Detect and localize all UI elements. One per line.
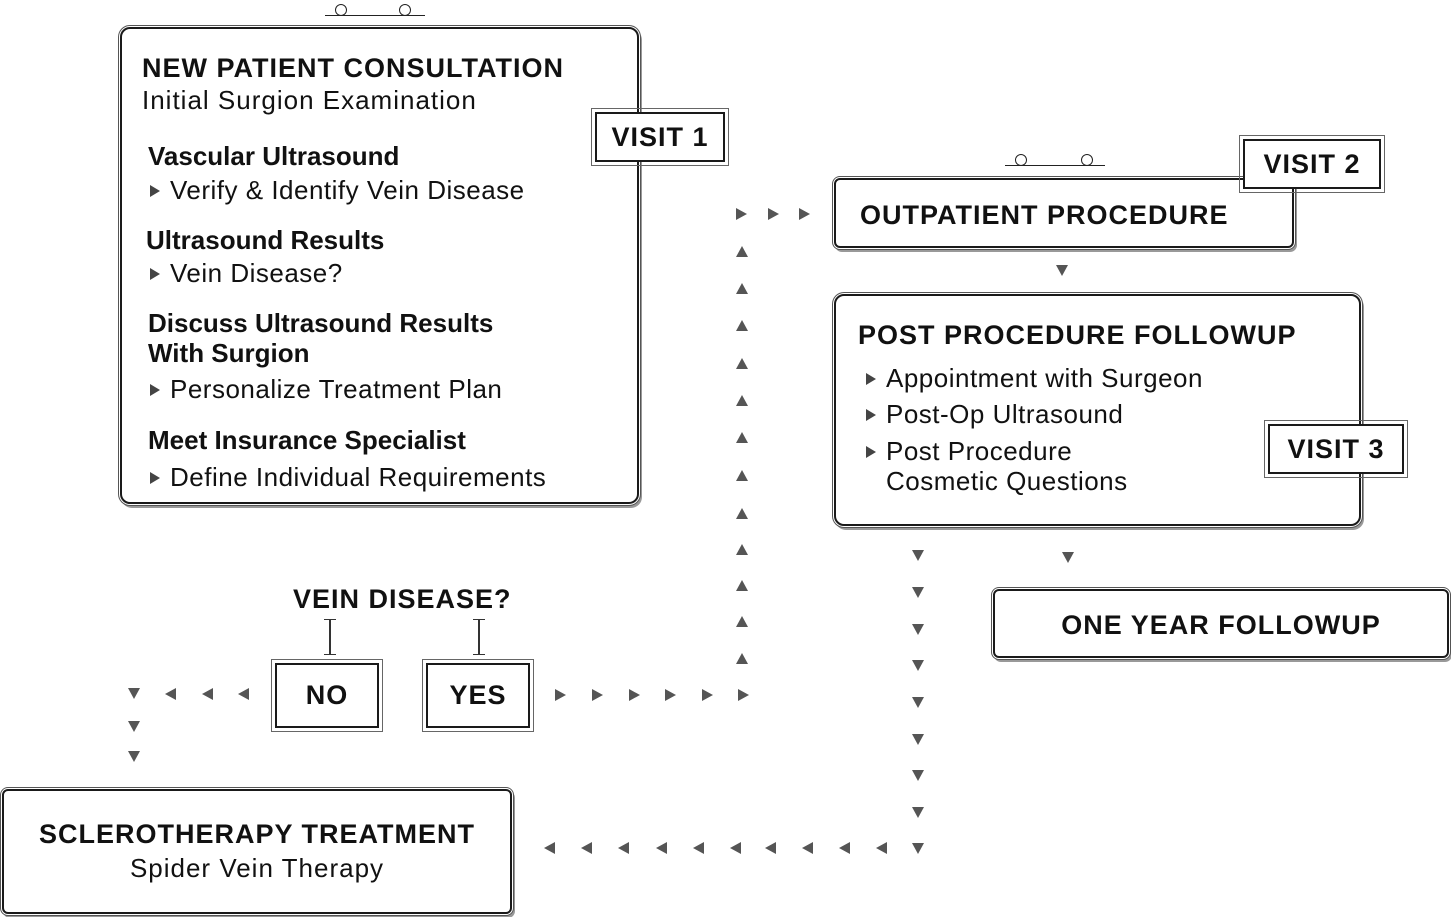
triangle-right-icon bbox=[866, 373, 876, 385]
outpatient-card: OUTPATIENT PROCEDURE bbox=[834, 178, 1294, 248]
connector-icon bbox=[324, 619, 336, 655]
arrow-down-icon bbox=[912, 660, 924, 671]
section-heading: Vascular Ultrasound bbox=[148, 141, 400, 171]
section-bullet: Define Individual Requirements bbox=[146, 462, 546, 493]
arrow-left-icon bbox=[765, 842, 776, 854]
followup-card: POST PROCEDURE FOLLOWUP Appointment with… bbox=[834, 294, 1361, 526]
arrow-down-icon bbox=[912, 587, 924, 598]
visit-1-tag: VISIT 1 bbox=[591, 108, 729, 166]
section-heading: Discuss Ultrasound Results With Surgion bbox=[148, 308, 494, 368]
arrow-right-icon bbox=[768, 208, 779, 220]
arrow-left-icon bbox=[802, 842, 813, 854]
arrow-right-icon bbox=[738, 689, 749, 701]
section-heading: Meet Insurance Specialist bbox=[148, 425, 466, 455]
arrow-up-icon bbox=[736, 320, 748, 331]
arrow-right-icon bbox=[629, 689, 640, 701]
triangle-right-icon bbox=[150, 384, 160, 396]
triangle-right-icon bbox=[866, 446, 876, 458]
arrow-up-icon bbox=[736, 653, 748, 664]
arrow-down-icon bbox=[912, 550, 924, 561]
section-bullet: Vein Disease? bbox=[146, 258, 343, 289]
visit-2-tag: VISIT 2 bbox=[1239, 135, 1385, 193]
sclerotherapy-title: SCLEROTHERAPY TREATMENT bbox=[38, 819, 475, 849]
arrow-left-icon bbox=[656, 842, 667, 854]
arrow-down-icon bbox=[912, 624, 924, 635]
section-heading: Ultrasound Results bbox=[146, 225, 385, 255]
arrow-right-icon bbox=[665, 689, 676, 701]
arrow-left-icon bbox=[238, 688, 249, 700]
triangle-right-icon bbox=[150, 268, 160, 280]
arrow-up-icon bbox=[736, 432, 748, 443]
sclerotherapy-card: SCLEROTHERAPY TREATMENT Spider Vein Ther… bbox=[2, 789, 512, 914]
triangle-right-icon bbox=[150, 472, 160, 484]
arrow-right-icon bbox=[592, 689, 603, 701]
arrow-down-icon bbox=[912, 843, 924, 854]
arrow-up-icon bbox=[736, 470, 748, 481]
arrow-left-icon bbox=[202, 688, 213, 700]
arrow-right-icon bbox=[555, 689, 566, 701]
triangle-right-icon bbox=[866, 409, 876, 421]
clipboard-clip-icon bbox=[1005, 152, 1105, 166]
arrow-right-icon bbox=[799, 208, 810, 220]
arrow-down-icon bbox=[912, 807, 924, 818]
connector-icon bbox=[473, 619, 485, 655]
section-bullet: Personalize Treatment Plan bbox=[146, 374, 502, 405]
decision-question: VEIN DISEASE? bbox=[293, 584, 512, 614]
one-year-card: ONE YEAR FOLLOWUP bbox=[993, 589, 1449, 658]
arrow-left-icon bbox=[839, 842, 850, 854]
section-bullet: Verify & Identify Vein Disease bbox=[146, 175, 525, 206]
followup-title: POST PROCEDURE FOLLOWUP bbox=[858, 320, 1297, 350]
arrow-up-icon bbox=[736, 395, 748, 406]
arrow-up-icon bbox=[736, 580, 748, 591]
arrow-left-icon bbox=[876, 842, 887, 854]
outpatient-title: OUTPATIENT PROCEDURE bbox=[860, 200, 1229, 230]
arrow-left-icon bbox=[165, 688, 176, 700]
arrow-left-icon bbox=[730, 842, 741, 854]
arrow-down-icon bbox=[1056, 265, 1068, 276]
arrow-down-icon bbox=[912, 697, 924, 708]
consultation-subtitle: Initial Surgion Examination bbox=[142, 85, 477, 115]
arrow-up-icon bbox=[736, 616, 748, 627]
visit-3-tag: VISIT 3 bbox=[1264, 420, 1408, 478]
arrow-right-icon bbox=[736, 208, 747, 220]
followup-bullet: Post Procedure Cosmetic Questions bbox=[862, 436, 1128, 496]
arrow-down-icon bbox=[1062, 552, 1074, 563]
followup-bullet: Appointment with Surgeon bbox=[862, 363, 1203, 394]
arrow-down-icon bbox=[128, 721, 140, 732]
yes-button[interactable]: YES bbox=[422, 659, 534, 732]
arrow-left-icon bbox=[581, 842, 592, 854]
arrow-up-icon bbox=[736, 246, 748, 257]
one-year-title: ONE YEAR FOLLOWUP bbox=[1061, 610, 1381, 640]
consultation-title: NEW PATIENT CONSULTATION bbox=[142, 53, 564, 83]
no-button[interactable]: NO bbox=[271, 659, 383, 732]
sclerotherapy-subtitle: Spider Vein Therapy bbox=[129, 853, 385, 883]
arrow-up-icon bbox=[736, 358, 748, 369]
arrow-up-icon bbox=[736, 544, 748, 555]
arrow-right-icon bbox=[702, 689, 713, 701]
triangle-right-icon bbox=[150, 185, 160, 197]
clipboard-clip-icon bbox=[325, 2, 425, 16]
followup-bullet: Post-Op Ultrasound bbox=[862, 399, 1123, 430]
arrow-up-icon bbox=[736, 283, 748, 294]
arrow-down-icon bbox=[912, 770, 924, 781]
consultation-card: NEW PATIENT CONSULTATION Initial Surgion… bbox=[120, 27, 639, 504]
arrow-down-icon bbox=[128, 688, 140, 699]
arrow-left-icon bbox=[618, 842, 629, 854]
arrow-left-icon bbox=[693, 842, 704, 854]
arrow-down-icon bbox=[128, 751, 140, 762]
arrow-up-icon bbox=[736, 508, 748, 519]
arrow-left-icon bbox=[544, 842, 555, 854]
arrow-down-icon bbox=[912, 734, 924, 745]
